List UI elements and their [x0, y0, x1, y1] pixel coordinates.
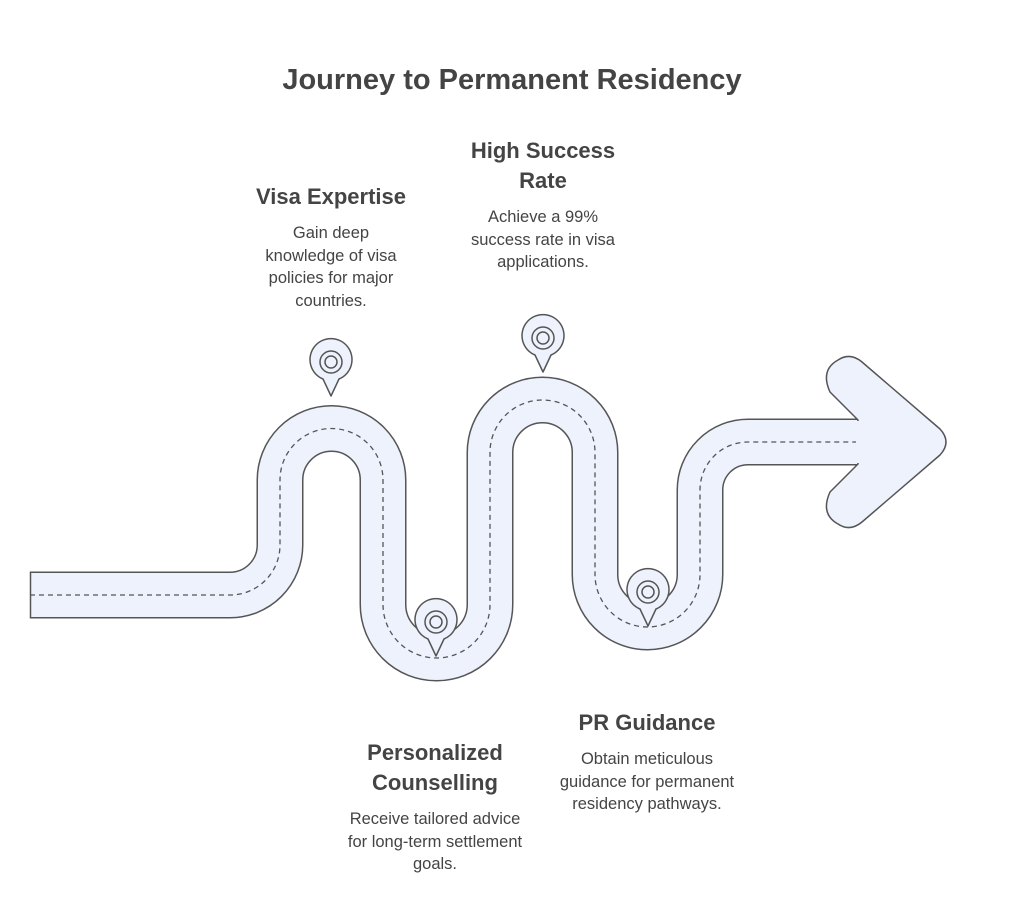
milestone-heading: Personalized Counselling — [367, 740, 503, 795]
milestone-high-success-rate: High Success Rate Achieve a 99% success … — [448, 136, 638, 274]
milestone-heading: Visa Expertise — [255, 184, 407, 209]
map-pin-icon — [521, 313, 565, 373]
milestone-text: Gain deep knowledge of visa policies for… — [265, 224, 397, 310]
milestone-heading: High Success Rate — [470, 138, 616, 193]
milestone-text: Achieve a 99% success rate in visa appli… — [471, 208, 615, 271]
map-pin-icon — [414, 597, 458, 657]
map-pin-icon — [626, 567, 670, 627]
milestone-heading: PR Guidance — [578, 710, 716, 735]
road-center-dashes — [30, 399, 856, 659]
milestone-visa-expertise: Visa Expertise Gain deep knowledge of vi… — [236, 182, 426, 312]
map-pin-icon — [309, 337, 353, 397]
milestone-personalized-counselling: Personalized Counselling Receive tailore… — [340, 738, 530, 876]
arrow-head — [825, 355, 947, 529]
milestone-text: Receive tailored advice for long-term se… — [347, 810, 523, 873]
milestone-pr-guidance: PR Guidance Obtain meticulous guidance f… — [552, 708, 742, 816]
milestone-text: Obtain meticulous guidance for permanent… — [559, 750, 735, 813]
diagram-title: Journey to Permanent Residency — [282, 64, 742, 96]
